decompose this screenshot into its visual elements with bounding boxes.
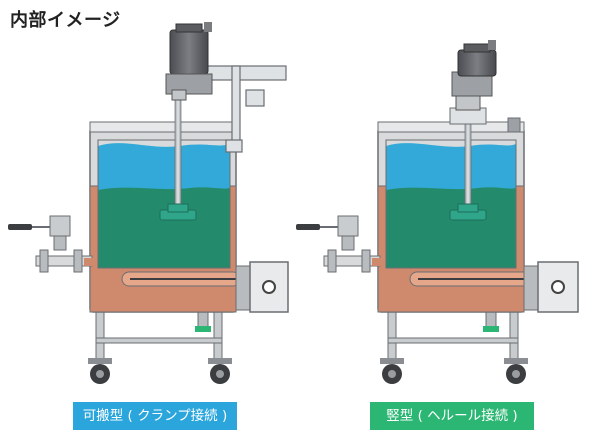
portable-tank [8,22,289,384]
left-bottom-valve [195,309,211,332]
left-terminal-box [235,261,289,313]
caption-portable-clamp: 可搬型 ( クランプ接続 ) [73,402,237,430]
left-clamp-bracket [199,65,287,153]
right-side-valve [296,215,382,273]
right-heater-coil [409,271,535,287]
right-motor [449,40,497,125]
right-bottom-valve [483,309,499,332]
left-motor [165,22,213,101]
right-terminal-box [523,261,579,313]
page-title: 内部イメージ [10,10,121,31]
left-heater-coil [121,271,241,287]
vertical-tank [296,40,579,384]
left-side-valve [8,215,96,273]
right-casters [380,358,528,384]
left-casters [88,358,232,384]
caption-vertical-ferrule: 竪型 ( ヘルール接続 ) [370,402,534,430]
